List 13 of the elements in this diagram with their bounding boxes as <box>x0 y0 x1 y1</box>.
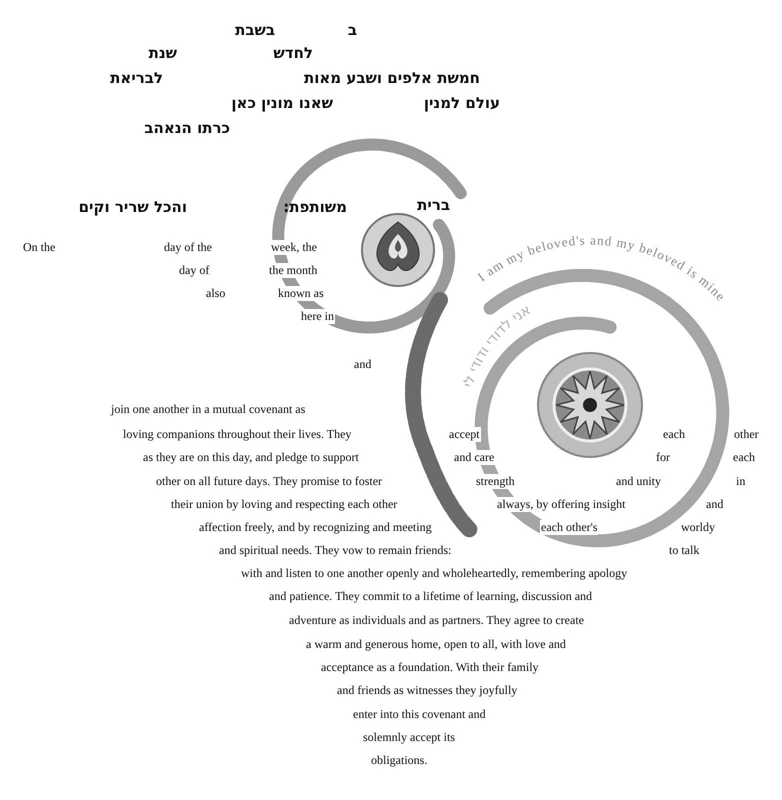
hebrew-text: כרתו הנאהב <box>144 119 230 137</box>
hebrew-text: בשבת <box>235 21 275 39</box>
hebrew-text: שאנו מונין כאן <box>231 94 333 112</box>
hebrew-text: לבריאת <box>110 69 163 87</box>
hebrew-text: ברית <box>417 196 450 214</box>
hebrew-text: עולם למנין <box>424 94 500 112</box>
hebrew-text: שנת <box>148 44 177 62</box>
hebrew-text: לחדש <box>273 44 313 62</box>
hebrew-text: חמשת אלפים ושבע מאות <box>304 69 480 87</box>
curved-text: אני לדודי ודודי לי <box>460 302 534 390</box>
hebrew-text: והכל שריר וקים <box>78 198 187 216</box>
hebrew-text: ב <box>348 21 357 39</box>
hebrew-text: משותפת: <box>283 198 347 216</box>
